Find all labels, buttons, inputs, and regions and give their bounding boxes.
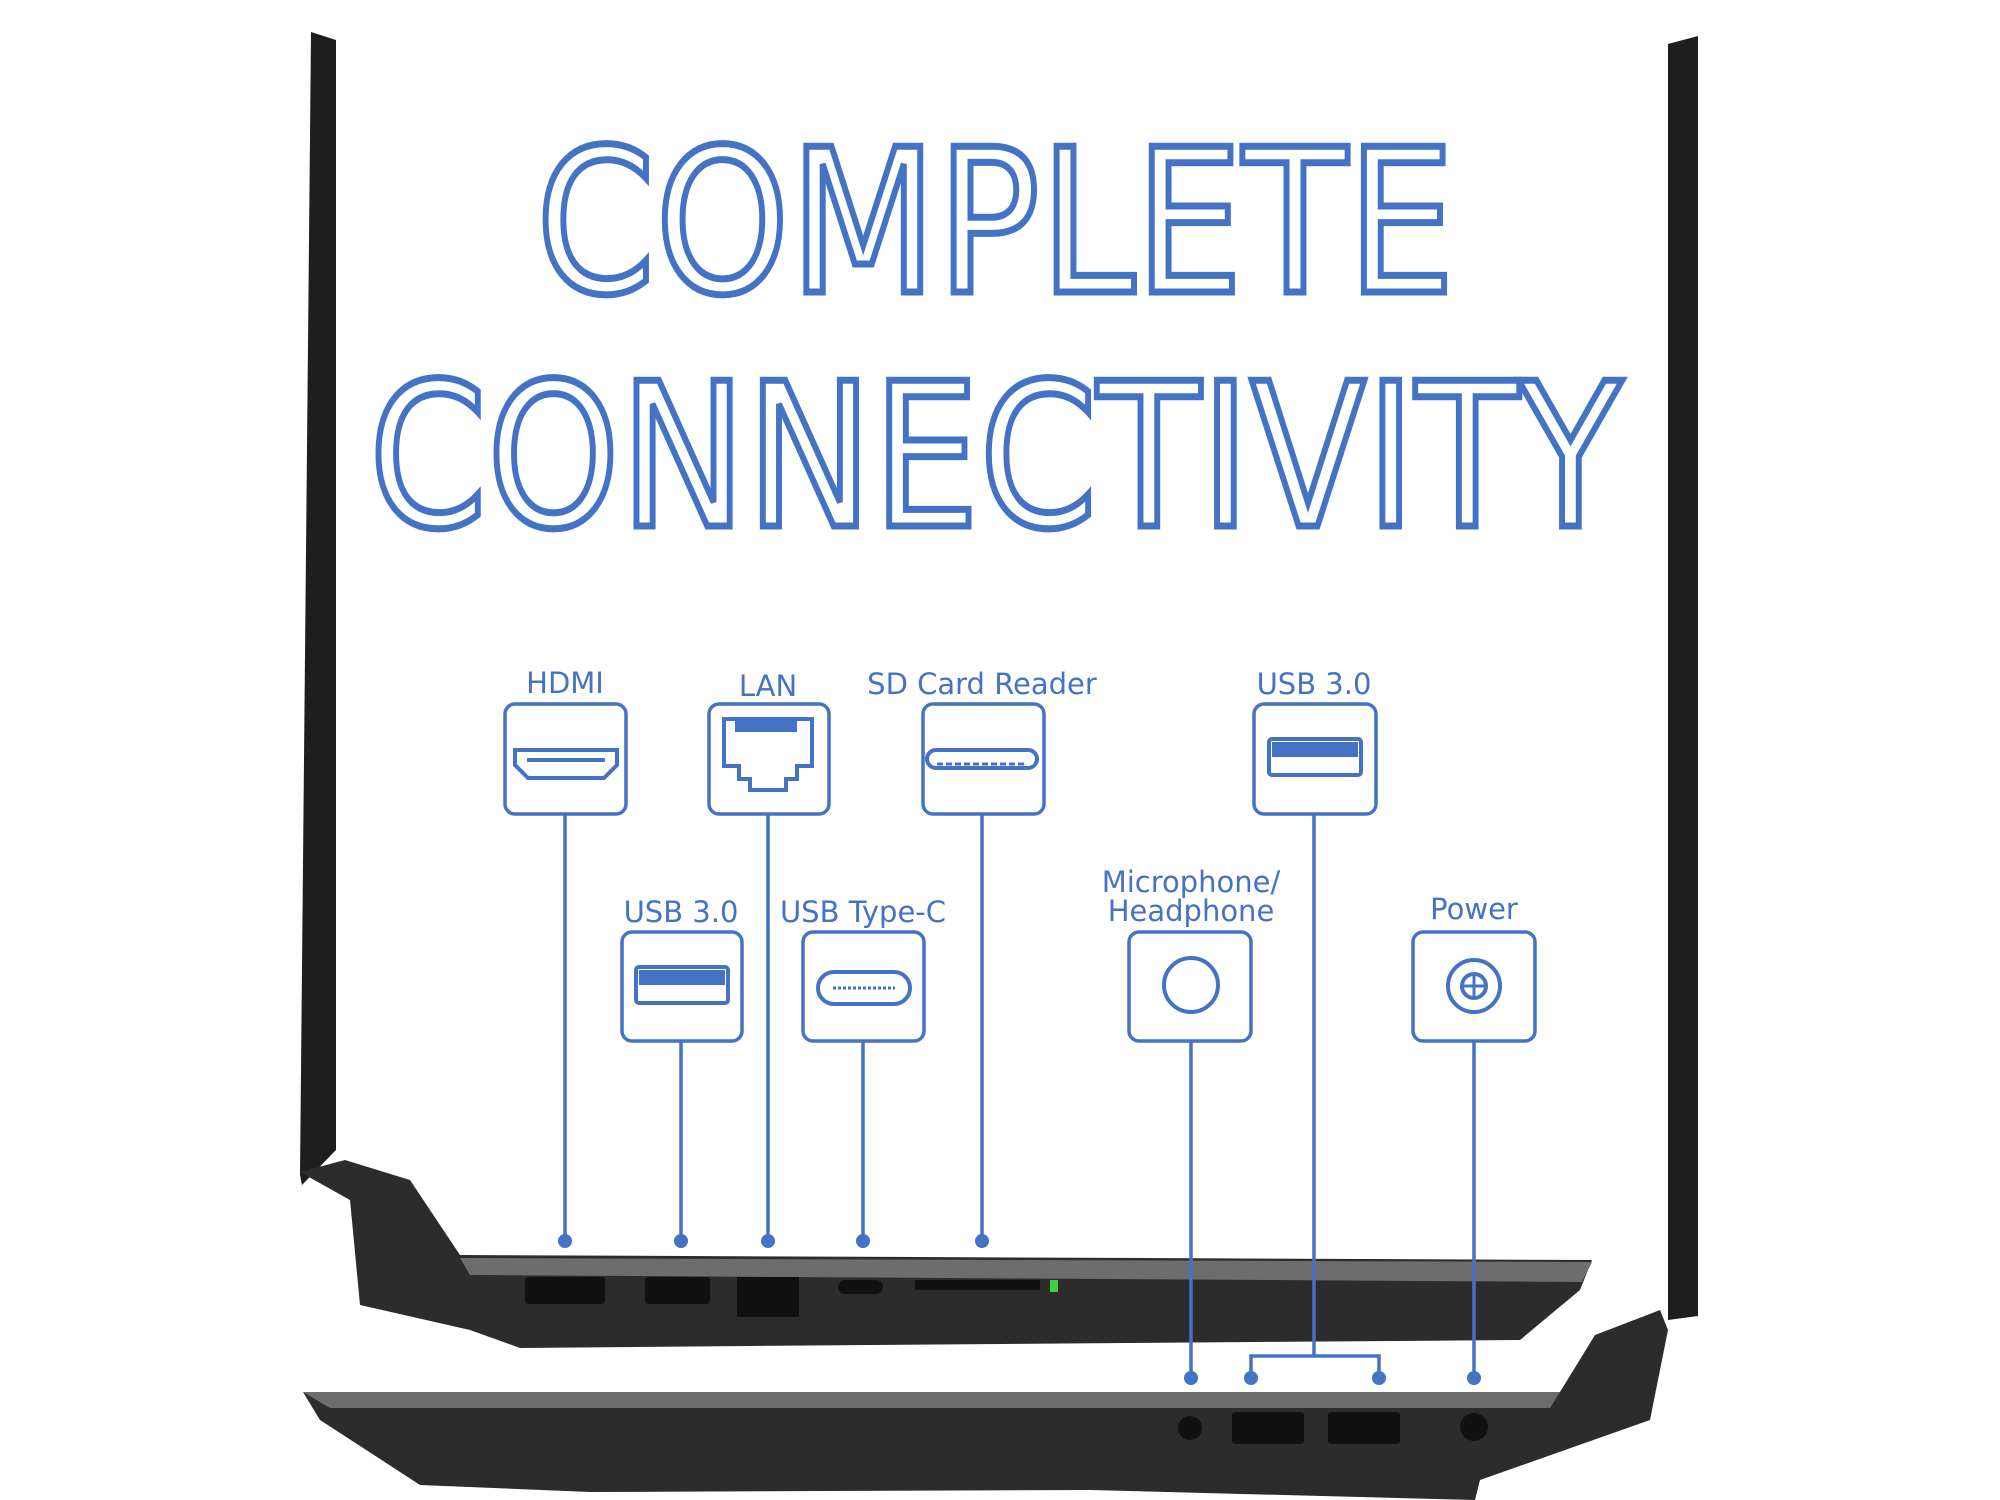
usb-c-label: USB Type-C: [780, 895, 946, 929]
usb-right-label: USB 3.0: [1257, 667, 1372, 701]
usb-a-icon: [634, 965, 730, 1005]
ethernet-icon: [722, 717, 814, 792]
audio-port-box: [1127, 930, 1253, 1043]
audio-label-line1: Microphone/: [1102, 865, 1281, 899]
headline-line2: CONNECTIVITY: [369, 341, 1623, 574]
sd-card-port-box: [921, 702, 1046, 816]
left-screen-bezel: [300, 32, 336, 1185]
usb-c-icon: [816, 970, 912, 1006]
audio-label-line2: Headphone: [1108, 894, 1275, 928]
power-label: Power: [1430, 892, 1518, 926]
connector-lines: [558, 814, 1481, 1385]
sd-card-label: SD Card Reader: [867, 667, 1097, 701]
hdmi-icon: [513, 748, 619, 780]
headline-line1: COMPLETE: [536, 107, 1455, 340]
usb-a-icon: [1267, 737, 1363, 777]
usb-left-port-box: [620, 930, 744, 1043]
laptop-right-side: [303, 1310, 1668, 1500]
lan-label: LAN: [739, 669, 797, 703]
usb-left-label: USB 3.0: [624, 895, 739, 929]
sd-card-slot-icon: [925, 748, 1039, 770]
right-screen-bezel: [1668, 36, 1698, 1320]
audio-jack-icon: [1162, 956, 1220, 1014]
laptop-left-side: [300, 1160, 1592, 1348]
power-jack-icon: [1446, 958, 1502, 1014]
usb-right-port-box: [1252, 702, 1378, 816]
hdmi-label: HDMI: [526, 666, 604, 700]
